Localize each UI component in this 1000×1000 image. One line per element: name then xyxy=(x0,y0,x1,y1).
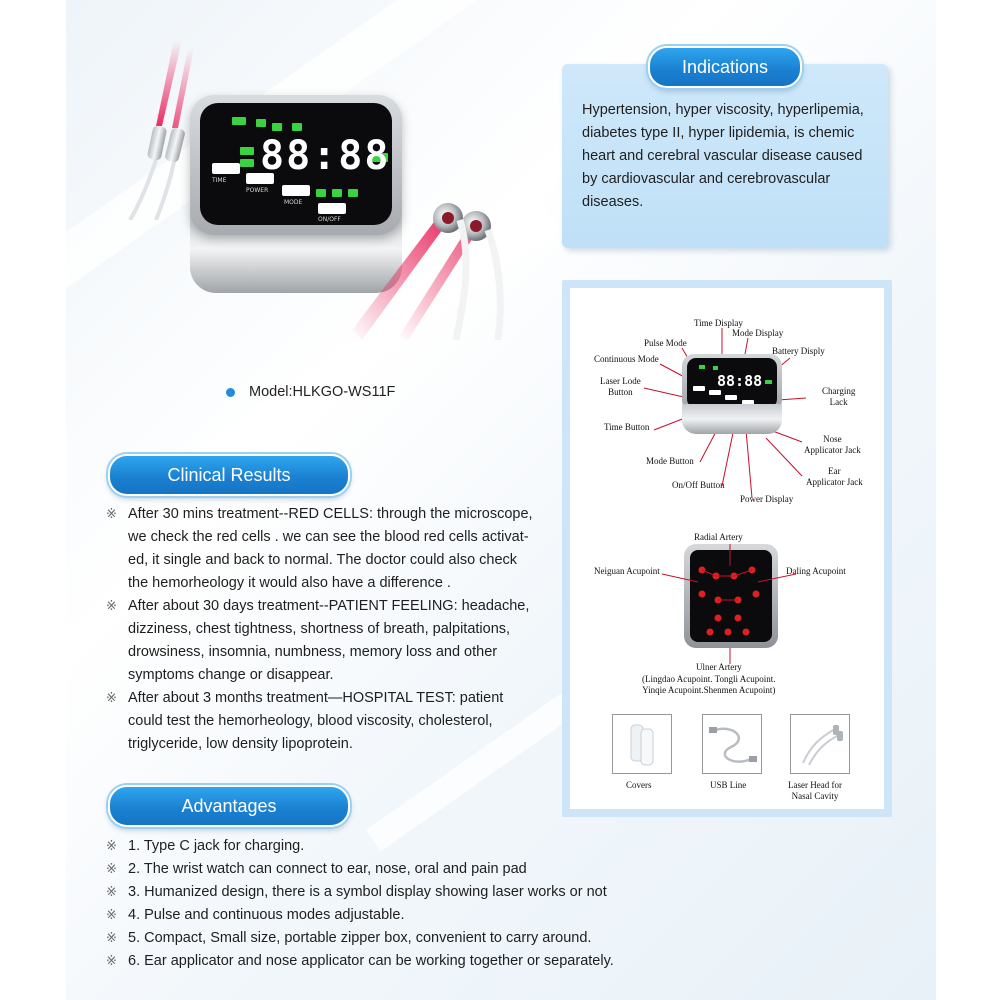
reference-mark-icon: ※ xyxy=(106,931,117,946)
reference-mark-icon: ※ xyxy=(106,862,117,877)
advantage-item: ※ 4. Pulse and continuous modes adjustab… xyxy=(106,904,666,927)
advantage-text: 3. Humanized design, there is a symbol d… xyxy=(128,884,607,900)
device-mode-button xyxy=(282,185,310,196)
clinical-line: the hemorheology it would also have a di… xyxy=(128,575,451,591)
advantage-item: ※ 1. Type C jack for charging. xyxy=(106,835,666,858)
label-covers: Covers xyxy=(626,780,652,790)
label-ulner-artery: Ulner Artery xyxy=(696,662,742,672)
label-pulse-mode: Pulse Mode xyxy=(644,338,687,348)
label-time-display: Time Display xyxy=(694,318,743,328)
device-time-button xyxy=(212,163,240,174)
advantage-text: 4. Pulse and continuous modes adjustable… xyxy=(128,907,405,923)
usb-line-icon xyxy=(709,727,757,763)
reference-mark-icon: ※ xyxy=(106,839,117,854)
accessory-covers-frame xyxy=(612,714,672,774)
advantage-item: ※ 5. Compact, Small size, portable zippe… xyxy=(106,927,666,950)
clinical-results-list: ※ After 30 mins treatment--RED CELLS: th… xyxy=(106,503,546,756)
acupoint-dots xyxy=(661,544,797,664)
label-nasal-laser-head: Laser Head for Nasal Cavity xyxy=(788,780,842,801)
indications-line: by cardiovascular and cerebrovascular xyxy=(582,171,831,187)
diagram-canvas: 88:88 Time Display Mode Display Pulse Mo… xyxy=(570,288,884,809)
device-power-label: POWER xyxy=(246,187,269,194)
label-neiguan-acupoint: Neiguan Acupoint xyxy=(594,566,660,576)
label-mode-button: Mode Button xyxy=(646,456,694,466)
covers-icon xyxy=(630,724,654,766)
device-screen: 88:88 TIME POWER MODE ON/OFF xyxy=(200,103,392,225)
advantages-list: ※ 1. Type C jack for charging. ※ 2. The … xyxy=(106,835,666,973)
clinical-line: After 30 mins treatment--RED CELLS: thro… xyxy=(128,506,533,522)
label-continuous-mode: Continuous Mode xyxy=(594,354,659,364)
label-laser-lode-button: Laser Lode Button xyxy=(600,376,641,397)
label-ear-jack: Ear Applicator Jack xyxy=(806,466,863,487)
model-line: Model:HLKGO-WS11F xyxy=(226,384,395,400)
clinical-line: we check the red cells . we can see the … xyxy=(128,529,529,545)
indications-line: diabetes type II, hyper lipidemia, is ch… xyxy=(582,125,855,141)
reference-mark-icon: ※ xyxy=(106,507,117,522)
clinical-results-title: Clinical Results xyxy=(108,454,350,496)
device-diagram-panel: 88:88 Time Display Mode Display Pulse Mo… xyxy=(562,280,892,817)
device-onoff-label: ON/OFF xyxy=(318,216,341,223)
indications-title: Indications xyxy=(648,46,802,88)
product-page: 88:88 TIME POWER MODE ON/OFF xyxy=(66,0,936,1000)
clinical-line: triglyceride, low density lipoprotein. xyxy=(128,736,353,752)
reference-mark-icon: ※ xyxy=(106,954,117,969)
reference-mark-icon: ※ xyxy=(106,908,117,923)
laser-watch-device: 88:88 TIME POWER MODE ON/OFF xyxy=(178,95,414,295)
advantage-text: 1. Type C jack for charging. xyxy=(128,838,305,854)
advantage-item: ※ 3. Humanized design, there is a symbol… xyxy=(106,881,666,904)
label-radial-artery: Radial Artery xyxy=(694,532,743,542)
clinical-item: ※ After 30 mins treatment--RED CELLS: th… xyxy=(106,503,546,595)
clinical-line: could test the hemorheology, blood visco… xyxy=(128,713,493,729)
indications-box: Hypertension, hyper viscosity, hyperlipe… xyxy=(562,64,888,248)
label-daling-acupoint: Daling Acupoint xyxy=(786,566,846,576)
ear-laser-applicators xyxy=(352,203,504,340)
clinical-item: ※ After about 3 months treatment—HOSPITA… xyxy=(106,687,546,756)
device-power-button xyxy=(246,173,274,184)
diagram-device-image: 88:88 xyxy=(682,354,782,434)
device-mode-label: MODE xyxy=(284,199,303,206)
reference-mark-icon: ※ xyxy=(106,885,117,900)
indications-line: Hypertension, hyper viscosity, hyperlipe… xyxy=(582,102,864,118)
advantage-text: 6. Ear applicator and nose applicator ca… xyxy=(128,953,614,969)
label-time-button: Time Button xyxy=(604,422,650,432)
advantage-text: 5. Compact, Small size, portable zipper … xyxy=(128,930,592,946)
advantages-title: Advantages xyxy=(108,785,350,827)
model-label: Model:HLKGO-WS11F xyxy=(249,384,396,400)
clinical-line: dizziness, chest tightness, shortness of… xyxy=(128,621,511,637)
nasal-laser-head-icon xyxy=(802,725,843,766)
clinical-item: ※ After about 30 days treatment--PATIENT… xyxy=(106,595,546,687)
device-onoff-button xyxy=(318,203,346,214)
advantage-item: ※ 2. The wrist watch can connect to ear,… xyxy=(106,858,666,881)
device-time-display: 88:88 xyxy=(260,133,391,179)
advantage-item: ※ 6. Ear applicator and nose applicator … xyxy=(106,950,666,973)
label-battery-display: Battery Disply xyxy=(772,346,825,356)
indications-text: Hypertension, hyper viscosity, hyperlipe… xyxy=(582,99,882,214)
nose-laser-applicator xyxy=(128,40,194,220)
label-onoff-button: On/Off Button xyxy=(672,480,725,490)
label-other-acupoints: (Lingdao Acupoint. Tongli Acupoint. Yinq… xyxy=(642,674,776,695)
label-usb-line: USB Line xyxy=(710,780,747,790)
label-power-display: Power Display xyxy=(740,494,794,504)
clinical-line: ed, it single and back to normal. The do… xyxy=(128,552,518,568)
reference-mark-icon: ※ xyxy=(106,599,117,614)
accessory-usb-frame xyxy=(702,714,762,774)
label-nose-jack: Nose Applicator Jack xyxy=(804,434,861,455)
label-charging-lack: Charging Lack xyxy=(822,386,856,407)
bullet-dot-icon xyxy=(226,387,235,397)
device-face: 88:88 TIME POWER MODE ON/OFF xyxy=(190,95,402,235)
clinical-line: After about 30 days treatment--PATIENT F… xyxy=(128,598,530,614)
accessory-nasal-frame xyxy=(790,714,850,774)
clinical-line: symptoms change or disappear. xyxy=(128,667,334,683)
device-time-label: TIME xyxy=(212,177,227,184)
reference-mark-icon: ※ xyxy=(106,691,117,706)
label-mode-display: Mode Display xyxy=(732,328,784,338)
clinical-line: After about 3 months treatment—HOSPITAL … xyxy=(128,690,504,706)
clinical-line: drowsiness, insomnia, numbness, memory l… xyxy=(128,644,498,660)
indications-line: diseases. xyxy=(582,194,644,210)
advantage-text: 2. The wrist watch can connect to ear, n… xyxy=(128,861,527,877)
indications-line: heart and cerebral vascular disease caus… xyxy=(582,148,863,164)
